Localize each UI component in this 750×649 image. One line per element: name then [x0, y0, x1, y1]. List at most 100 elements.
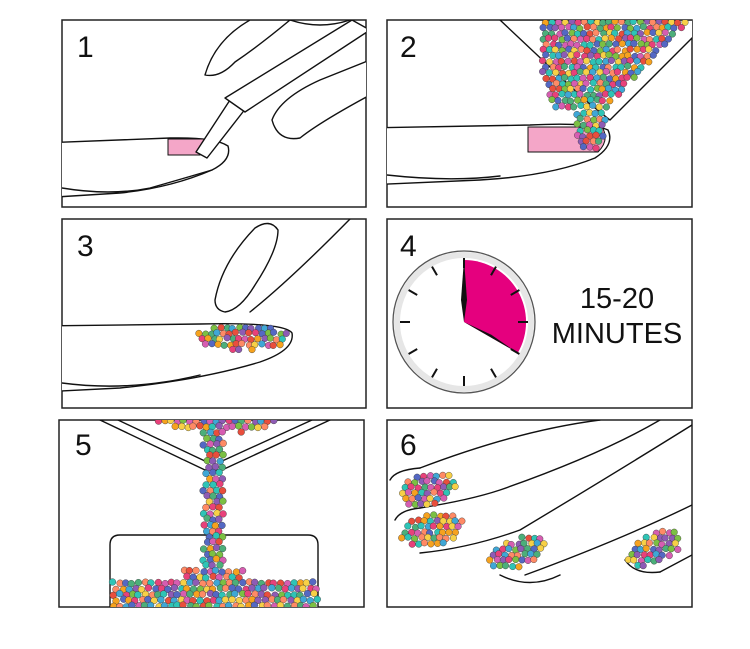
bead [206, 475, 214, 483]
bead [524, 556, 532, 564]
beads-on-nail [573, 109, 609, 152]
bead [260, 584, 268, 592]
step-number: 3 [77, 230, 94, 263]
bead [209, 503, 217, 511]
step-number: 1 [77, 31, 94, 64]
bead [216, 480, 224, 488]
bead [195, 329, 203, 337]
step-5-panel: 5 [58, 419, 365, 608]
bead [431, 499, 439, 507]
bead [214, 340, 222, 348]
clock-tick [490, 266, 497, 276]
bead [212, 543, 221, 552]
bead [208, 340, 216, 348]
bead [630, 73, 638, 81]
bead [116, 603, 124, 607]
bead [237, 603, 245, 607]
bead [212, 555, 220, 563]
bead [231, 579, 240, 587]
bead [554, 96, 562, 104]
bead [613, 46, 621, 54]
bead [583, 57, 591, 65]
clock-tick [490, 368, 497, 378]
finished-hand [389, 420, 692, 584]
bead [179, 579, 188, 587]
bead [164, 585, 172, 594]
bead [219, 510, 227, 518]
bead [212, 451, 220, 459]
bead [200, 521, 208, 529]
bead [414, 494, 422, 502]
bead [408, 540, 416, 548]
bead [618, 40, 626, 48]
beads-in-container [539, 20, 689, 111]
bead [426, 494, 434, 502]
bead [179, 601, 187, 607]
bead [283, 602, 291, 607]
bead [275, 584, 283, 592]
bead [257, 420, 265, 425]
bead [583, 126, 591, 134]
bead [558, 90, 566, 98]
bead [199, 487, 207, 495]
bead [160, 602, 168, 607]
bead [671, 539, 679, 547]
bead [258, 340, 266, 348]
bead [530, 556, 538, 564]
bead [630, 40, 638, 48]
bead [439, 539, 447, 547]
bead [439, 517, 447, 525]
bead [595, 103, 603, 111]
bead [607, 34, 615, 42]
bead [254, 423, 262, 432]
bead [655, 29, 663, 37]
bead [549, 85, 557, 93]
bead [218, 521, 226, 530]
bead [235, 422, 243, 430]
bead [589, 101, 597, 109]
bead [147, 601, 155, 607]
bead [423, 500, 431, 508]
bead [589, 79, 597, 87]
bead [677, 24, 685, 32]
bead [248, 423, 256, 431]
bead [580, 96, 588, 104]
bead [605, 84, 613, 92]
bead [222, 584, 230, 592]
bead [551, 34, 559, 42]
bead [544, 34, 552, 42]
bead [205, 498, 214, 506]
bead [239, 578, 247, 587]
bead [216, 561, 224, 569]
bead [451, 517, 459, 525]
bead [668, 30, 676, 38]
bead [633, 57, 641, 65]
bead [586, 41, 594, 49]
bead [215, 538, 223, 546]
bead [611, 29, 619, 37]
bead [204, 334, 212, 342]
bead [219, 439, 227, 447]
bead [257, 590, 265, 598]
bead [573, 120, 581, 128]
bead [215, 445, 224, 454]
bead [552, 103, 560, 111]
bead [595, 137, 603, 145]
bead [202, 574, 210, 582]
bead [154, 578, 163, 587]
bead [134, 591, 142, 599]
bead [234, 585, 243, 593]
bead [643, 28, 651, 36]
bead [512, 556, 520, 564]
bead [144, 584, 153, 592]
bead [490, 562, 498, 570]
bead [542, 74, 550, 82]
bead [144, 595, 152, 604]
bead [670, 24, 678, 32]
bead [248, 346, 256, 354]
bead [502, 562, 510, 570]
bead [213, 329, 221, 337]
bead [417, 522, 425, 530]
